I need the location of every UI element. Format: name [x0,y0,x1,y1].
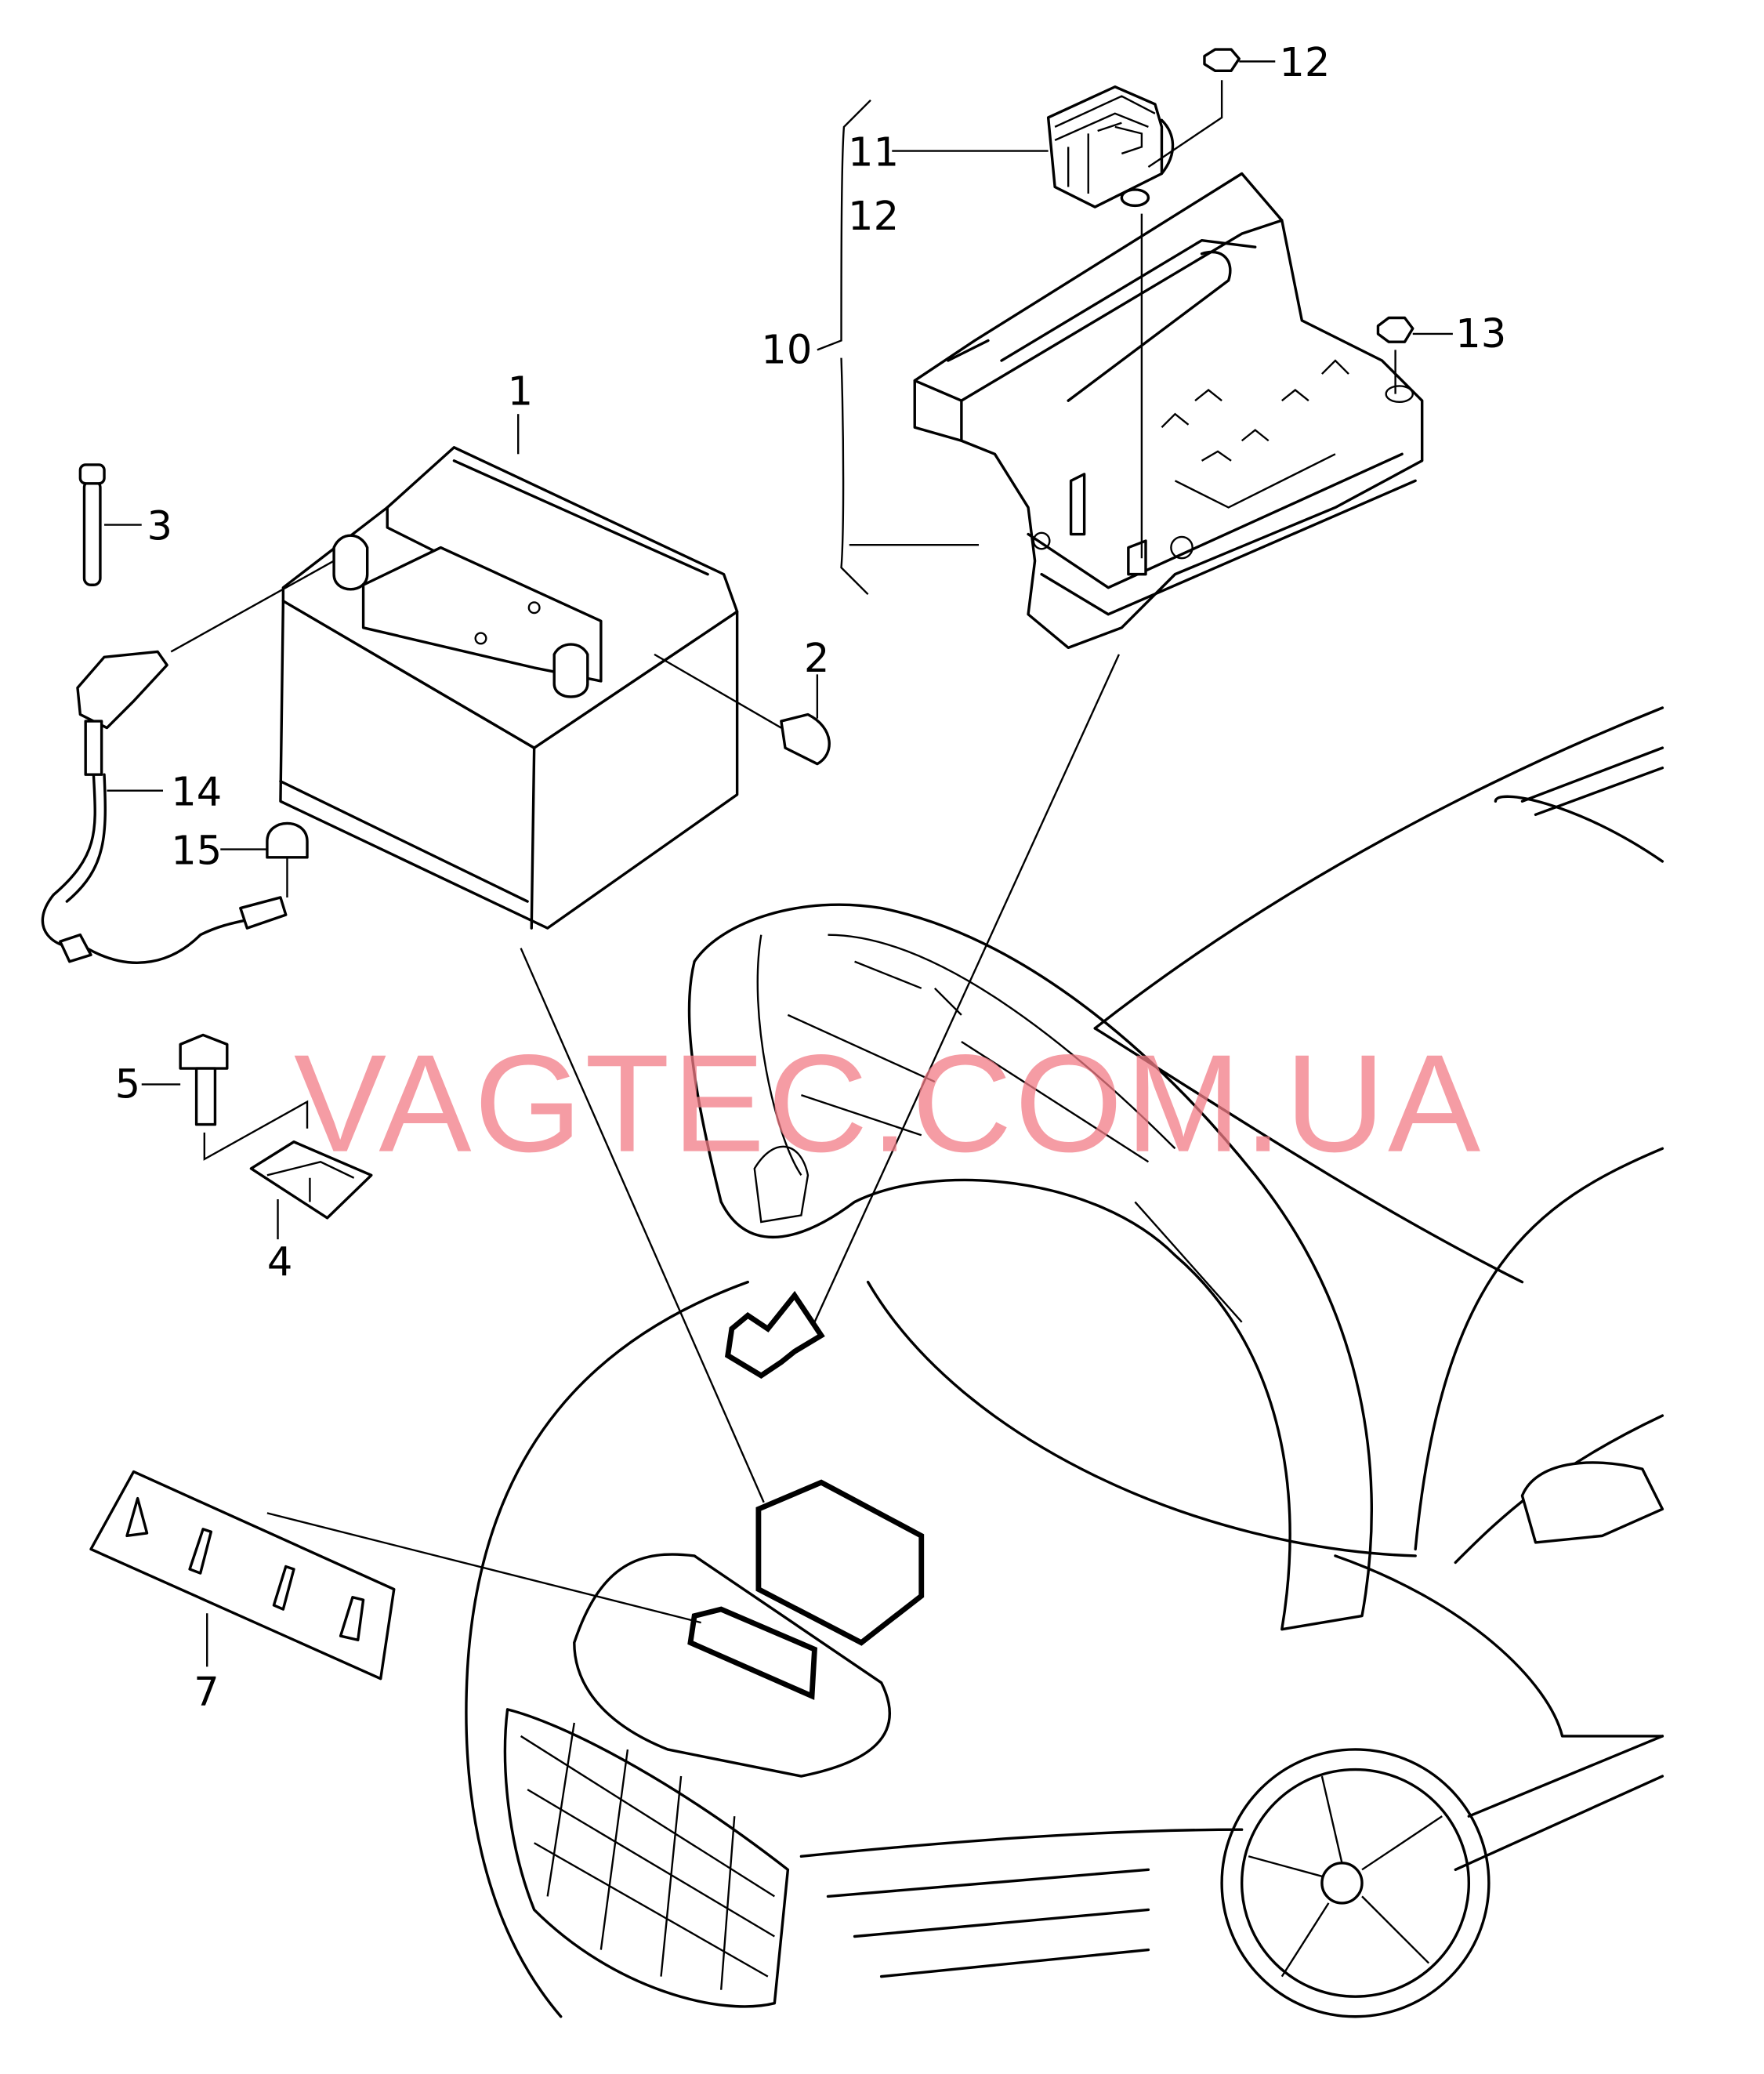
battery [279,446,739,930]
label-14: 14 [171,769,222,815]
label-13: 13 [1455,311,1506,357]
fuse-housing [892,85,1175,208]
label-15: 15 [171,828,222,874]
nut-side [1376,316,1453,394]
bolt [141,1033,309,1161]
label-10: 10 [761,327,812,373]
car-outline [465,706,1664,2018]
label-12-ref: 12 [848,194,899,240]
label-7: 7 [194,1670,219,1716]
plug [654,653,831,766]
label-4: 4 [267,1239,293,1285]
label-12: 12 [1279,40,1330,86]
vent-tube [78,463,142,586]
label-11: 11 [848,129,899,176]
label-2: 2 [804,636,830,682]
label-1: 1 [508,368,534,415]
watermark: VAGTEC.COM.UA [294,1026,1483,1181]
fuse-carrier [817,99,1424,650]
ground-cable [41,560,335,964]
clamp-plate [249,1140,373,1240]
leader-lines [266,654,1121,1624]
sticker [89,1470,396,1681]
nut-top [1120,48,1276,208]
label-5: 5 [115,1062,141,1108]
label-3: 3 [147,503,173,549]
cap-nut [220,821,309,897]
